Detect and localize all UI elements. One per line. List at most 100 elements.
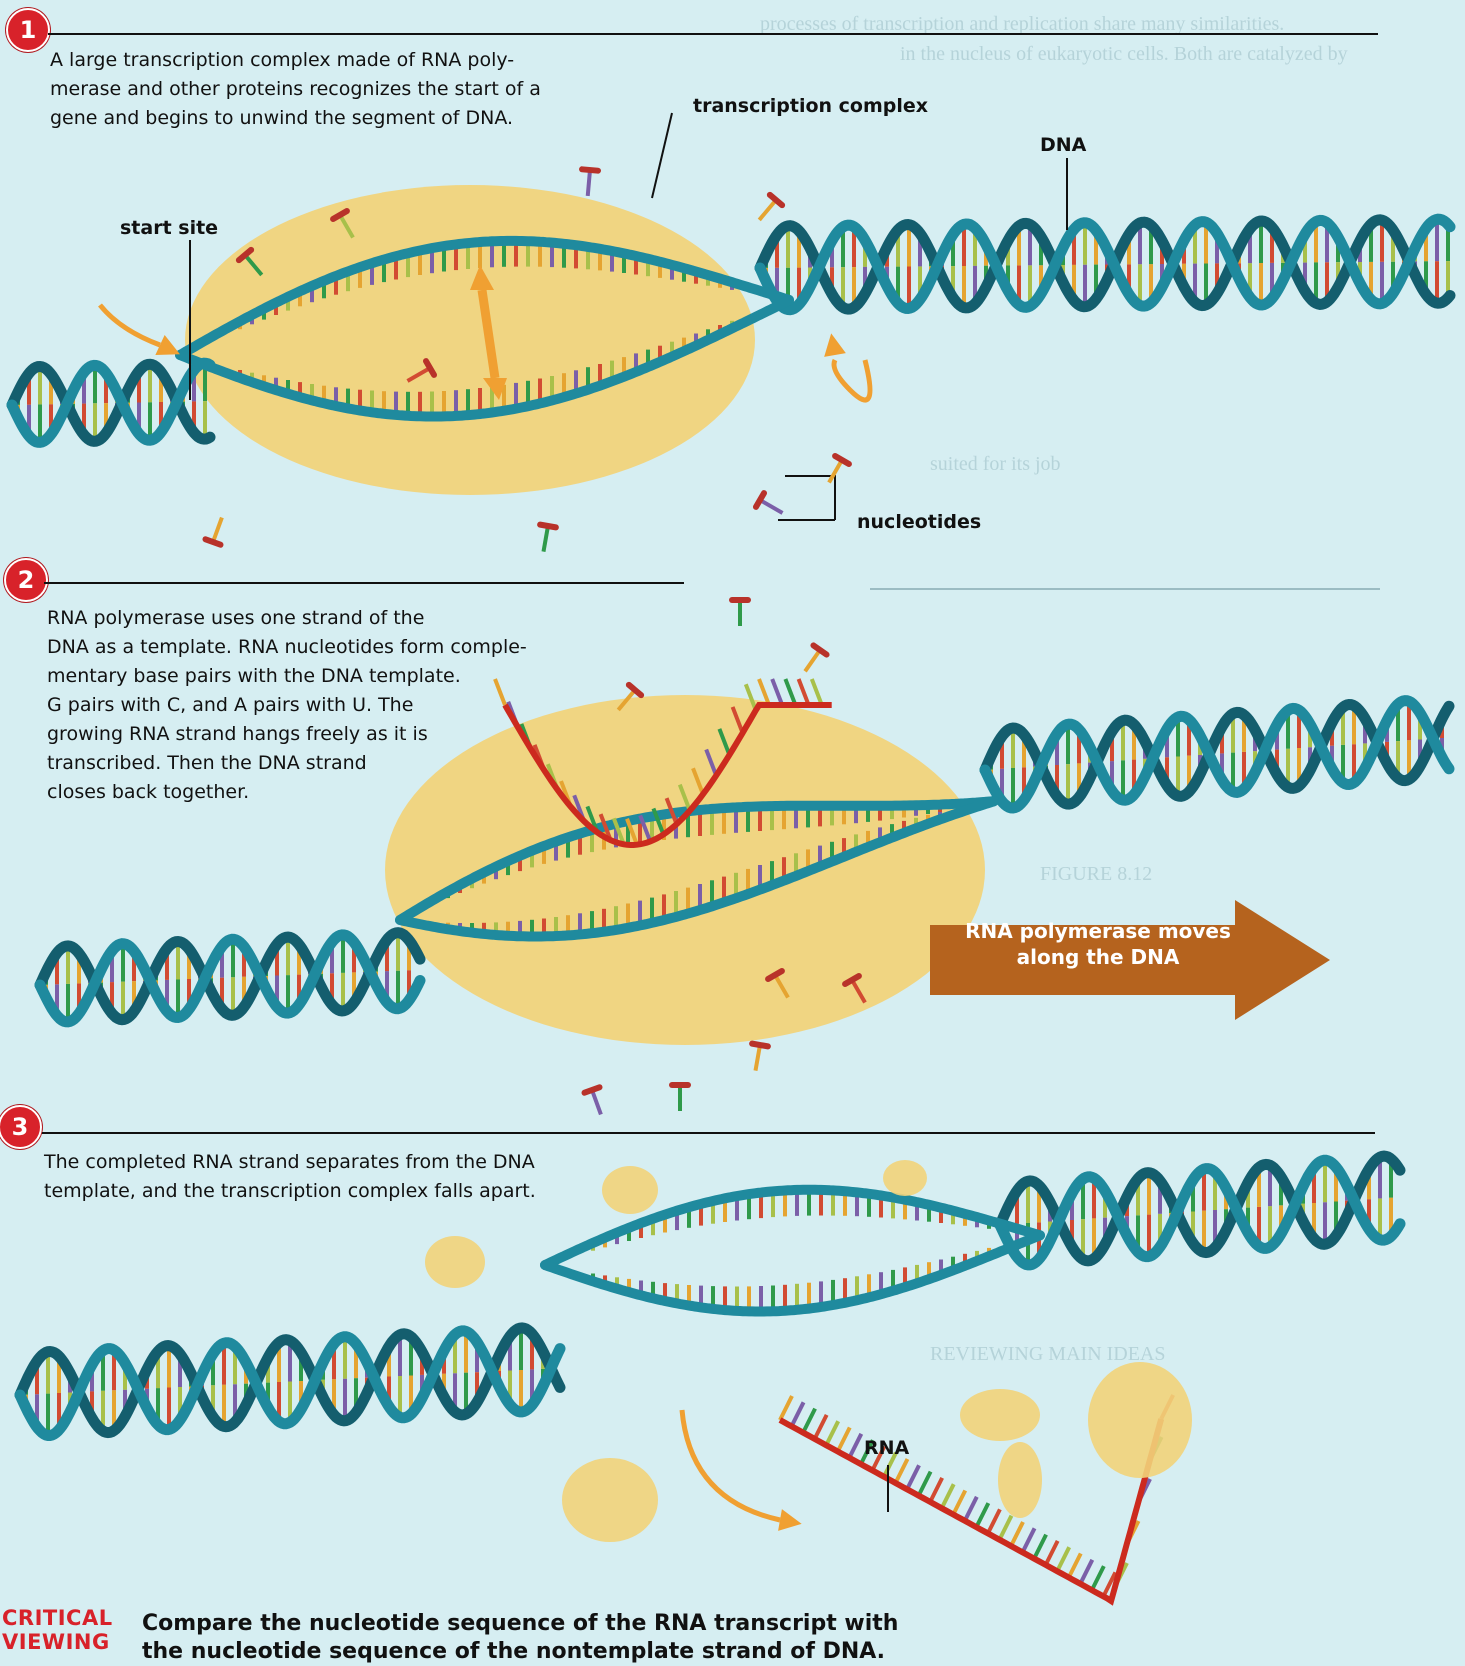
rna-base	[812, 679, 822, 705]
rna-base	[1023, 1528, 1035, 1552]
nucleotide-backbone	[582, 169, 598, 170]
step-2-badge: 2	[4, 558, 48, 602]
rna-base	[780, 1396, 792, 1420]
step-2-rule	[44, 582, 684, 584]
step-2-rule-right	[870, 588, 1380, 590]
unwind-arrow-right	[820, 331, 870, 400]
polymerase-arrow-label: RNA polymerase moves along the DNA	[948, 918, 1248, 970]
rna-base	[1080, 1560, 1092, 1584]
nucleotide-base	[760, 500, 783, 513]
critical-viewing-question: Compare the nucleotide sequence of the R…	[142, 1610, 898, 1666]
arrow-shaft	[100, 305, 160, 345]
transcription-complex-1	[185, 185, 755, 495]
complex-fragment	[1088, 1362, 1192, 1478]
arrow-head	[820, 331, 845, 356]
complex-fragment	[425, 1236, 485, 1288]
complex-fragment	[883, 1160, 927, 1196]
nucleotide-backbone	[205, 539, 220, 544]
rna-base	[785, 679, 795, 705]
step-3-rule	[42, 1132, 1375, 1134]
rna-base	[1057, 1547, 1069, 1571]
dna-strand-back	[985, 705, 1449, 805]
free-nucleotide	[536, 525, 556, 553]
step-1-badge: 1	[6, 8, 50, 52]
rna-base	[942, 1484, 954, 1508]
complex-fragment	[998, 1442, 1042, 1518]
free-nucleotide	[756, 493, 787, 520]
nucleotide-base	[805, 650, 820, 671]
nucleotide-backbone	[584, 1087, 599, 1092]
complex-fragment	[602, 1166, 658, 1214]
dna-helix-left-1	[12, 363, 210, 442]
step-3-text: The completed RNA strand separates from …	[44, 1148, 536, 1206]
complex-fragment	[562, 1458, 658, 1542]
label-nucleotides: nucleotides	[857, 511, 981, 533]
free-nucleotide	[748, 1044, 768, 1072]
arrow-shaft	[682, 1410, 780, 1520]
arrow-head	[778, 1509, 803, 1534]
free-nucleotide	[672, 1085, 688, 1111]
rna-base	[907, 1465, 919, 1489]
rna-base	[826, 1421, 838, 1445]
rna-base	[953, 1491, 965, 1515]
pointer-transcription-complex	[652, 113, 672, 198]
dna-helix-left-3	[20, 1328, 560, 1436]
label-rna: RNA	[864, 1437, 909, 1459]
rna-base	[1011, 1522, 1023, 1546]
rna-base	[803, 1409, 815, 1433]
free-nucleotide	[732, 600, 748, 626]
rna-base	[965, 1497, 977, 1521]
rna-release-arrow	[682, 1410, 804, 1535]
free-nucleotide	[584, 1087, 608, 1117]
pointer-nucleotides	[778, 476, 835, 520]
rna-base	[849, 1434, 861, 1458]
step-3-badge: 3	[0, 1105, 42, 1149]
dna-helix-right-2	[985, 701, 1449, 808]
rna-base	[896, 1459, 908, 1483]
step-1-rule	[48, 33, 1378, 35]
rna-base	[1034, 1535, 1046, 1559]
nucleotide-base	[588, 170, 590, 196]
step-1-number: 1	[20, 16, 37, 44]
nucleotide-backbone	[752, 1044, 768, 1047]
nucleotide-backbone	[835, 456, 849, 464]
rna-base	[799, 679, 809, 705]
dna-helix-left-2	[40, 933, 420, 1022]
step-2-text: RNA polymerase uses one strand of the DN…	[47, 604, 527, 807]
dna-strand-bottom	[545, 1235, 1040, 1311]
arrow-shaft	[834, 360, 870, 400]
dna-helix-right-3	[1000, 1156, 1400, 1265]
rna-base	[1092, 1566, 1104, 1590]
nucleotide-base	[755, 1045, 760, 1071]
free-nucleotide	[580, 169, 598, 196]
rna-base	[792, 1402, 804, 1426]
rna-base	[1069, 1554, 1081, 1578]
critical-viewing-tag: CRITICAL VIEWING	[2, 1606, 113, 1654]
step-1-text: A large transcription complex made of RN…	[50, 46, 541, 133]
unwind-arrow-left	[100, 305, 185, 364]
nucleotide-backbone	[540, 525, 556, 528]
nucleotide-base	[759, 200, 776, 220]
rna-base	[988, 1509, 1000, 1533]
complex-fragment	[960, 1389, 1040, 1441]
free-nucleotide	[799, 645, 827, 675]
nucleotide-base	[213, 518, 222, 542]
nucleotide-backbone	[756, 493, 764, 507]
free-nucleotide	[753, 195, 782, 225]
label-start-site: start site	[120, 217, 218, 239]
rna-base	[815, 1415, 827, 1439]
nucleotide-base	[592, 1090, 601, 1114]
rna-base	[976, 1503, 988, 1527]
free-nucleotide	[205, 515, 229, 545]
rna-base	[930, 1478, 942, 1502]
step-2-number: 2	[18, 566, 35, 594]
label-dna: DNA	[1040, 134, 1086, 156]
dna-helix-right-1	[760, 219, 1450, 310]
step-3-number: 3	[12, 1113, 29, 1141]
rna-base	[919, 1472, 931, 1496]
label-transcription-complex: transcription complex	[693, 95, 928, 117]
nucleotide-base	[543, 526, 548, 552]
rna-base	[772, 679, 782, 705]
rna-base	[999, 1516, 1011, 1540]
